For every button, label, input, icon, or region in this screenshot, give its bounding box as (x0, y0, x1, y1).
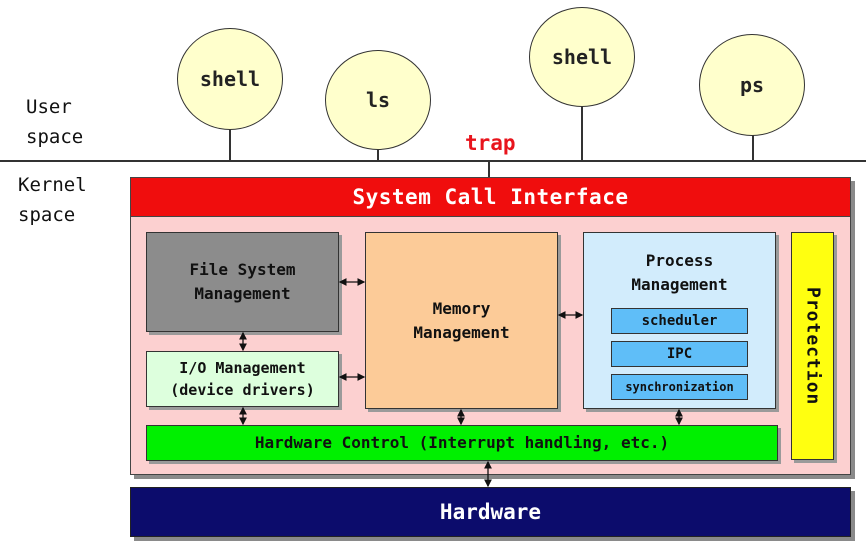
scheduler-box: scheduler (611, 308, 748, 334)
process-bubble-ps: ps (699, 34, 805, 136)
process-bubble-shell: shell (529, 7, 635, 107)
process-stem (377, 146, 379, 161)
process-stem (229, 126, 231, 161)
process-stem (581, 104, 583, 161)
io-management: I/O Management (device drivers) (146, 351, 339, 407)
process-bubble-shell: shell (177, 28, 283, 130)
kernel-space-label: Kernel space (18, 174, 87, 226)
trap-stem (488, 160, 490, 177)
user-kernel-boundary (0, 160, 866, 162)
hardware-control: Hardware Control (Interrupt handling, et… (146, 425, 778, 461)
user-space-label: User space (26, 96, 84, 148)
process-stem (752, 134, 754, 161)
file-system-management: File System Management (146, 232, 339, 332)
ipc-box: IPC (611, 341, 748, 367)
synchronization-box: synchronization (611, 374, 748, 400)
protection-bar: Protection (791, 232, 834, 460)
memory-management: Memory Management (365, 232, 558, 409)
trap-label: trap (465, 131, 516, 155)
system-call-interface: System Call Interface (130, 177, 851, 217)
process-bubble-ls: ls (325, 50, 431, 150)
hardware-layer: Hardware (130, 487, 851, 537)
